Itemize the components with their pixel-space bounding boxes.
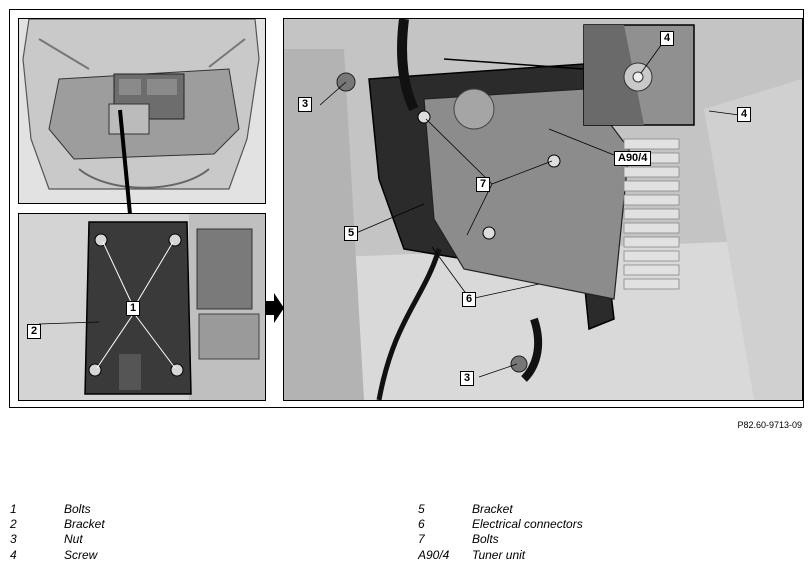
legend-left: 1 Bolts 2 Bracket 3 Nut 4 Screw [10, 502, 105, 563]
legend-item: 4 Screw [10, 548, 105, 563]
callout-electrical-connectors: 6 [462, 292, 477, 307]
vehicle-overview-image [18, 18, 266, 204]
legend-description: Bolts [472, 532, 499, 547]
legend-item: 5 Bracket [418, 502, 583, 517]
bracket-detail-image: 1 2 [18, 213, 266, 401]
callout-screw-right: 4 [737, 107, 752, 122]
legend-number: 7 [418, 532, 425, 547]
figure-code: P82.60-9713-09 [737, 420, 802, 430]
legend-description: Screw [64, 547, 98, 562]
callout-screw-inset: 4 [660, 31, 675, 46]
legend-number: 3 [10, 532, 17, 547]
legend-description: Bracket [472, 502, 513, 516]
legend-item: 6 Electrical connectors [418, 517, 583, 532]
callout-bracket: 2 [27, 324, 42, 339]
legend-description: Bracket [64, 517, 105, 532]
legend-number: A90/4 [418, 547, 450, 562]
legend-item: 1 Bolts [10, 502, 105, 517]
legend-number: 4 [10, 547, 17, 562]
legend-number: 2 [10, 517, 17, 532]
callout-nut-upper: 3 [298, 97, 313, 112]
callout-bolts: 1 [126, 301, 141, 316]
tuner-installation-image: 3 3 4 4 5 6 7 A90/4 [283, 18, 803, 401]
legend-item: 3 Nut [10, 532, 105, 547]
legend-number: 1 [10, 502, 17, 516]
right-arrow-icon [266, 293, 284, 323]
legend-item: A90/4 Tuner unit [418, 548, 583, 563]
callout-bolts: 7 [476, 177, 491, 192]
legend-description: Tuner unit [472, 547, 526, 562]
legend-item: 7 Bolts [418, 532, 583, 547]
legend-description: Bolts [64, 502, 91, 516]
callout-tuner-unit: A90/4 [614, 151, 652, 166]
legend-right: 5 Bracket 6 Electrical connectors 7 Bolt… [418, 502, 583, 563]
callout-bracket: 5 [344, 226, 359, 241]
legend-number: 6 [418, 517, 425, 532]
callout-nut-lower: 3 [460, 371, 475, 386]
legend-description: Nut [64, 532, 83, 547]
legend-number: 5 [418, 502, 425, 516]
legend-item: 2 Bracket [10, 517, 105, 532]
legend-description: Electrical connectors [472, 517, 583, 532]
